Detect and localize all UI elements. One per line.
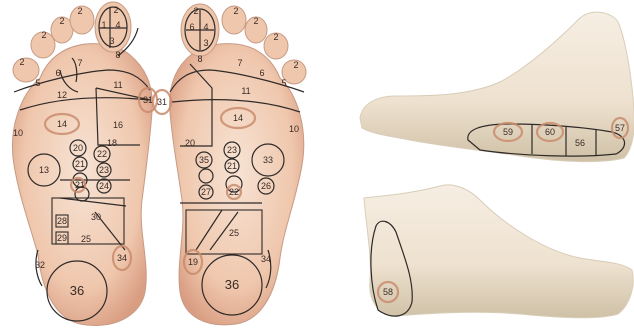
right-label-36: 36 [225, 277, 239, 292]
right-label-11: 11 [241, 86, 250, 96]
right-label-33: 33 [263, 155, 273, 165]
left-label-t6: 6 [55, 68, 60, 78]
left-label-13: 13 [39, 165, 49, 175]
left-label-22: 22 [97, 149, 107, 159]
right-label-22: 22 [229, 187, 239, 197]
side-label-59: 59 [503, 127, 513, 137]
right-label-27: 27 [201, 187, 211, 197]
left-label-32: 32 [35, 260, 45, 270]
right-label-toe5: 2 [293, 60, 298, 70]
side-label-56: 56 [575, 138, 585, 148]
left-label-16: 16 [113, 120, 123, 130]
right-label-26: 26 [261, 181, 271, 191]
left-label-toe4: 2 [113, 5, 118, 15]
right-label-34: 34 [261, 254, 271, 264]
left-label-12: 12 [57, 90, 67, 100]
side-view-outer-foot [364, 185, 633, 318]
side-view-inner-foot [360, 12, 634, 161]
left-label-t5: 5 [35, 78, 40, 88]
left-label-toe-c: 3 [109, 36, 114, 46]
side-label-58: 58 [383, 287, 393, 297]
left-label-toe3: 2 [77, 6, 82, 16]
left-label-toe-a: 1 [101, 20, 106, 30]
right-label-toe2: 2 [253, 16, 258, 26]
right-label-t7: 7 [237, 58, 242, 68]
left-label-toe-b: 4 [115, 20, 120, 30]
right-label-21: 21 [227, 161, 237, 171]
right-label-10: 10 [289, 124, 299, 134]
right-label-20: 20 [185, 138, 195, 148]
side-label-60: 60 [545, 127, 555, 137]
right-label-23: 23 [227, 145, 237, 155]
left-label-34: 34 [117, 253, 127, 263]
left-label-28: 28 [57, 216, 67, 226]
left-label-11: 11 [113, 80, 122, 90]
left-label-18: 18 [107, 138, 117, 148]
left-label-25: 25 [81, 234, 91, 244]
right-label-14: 14 [233, 113, 243, 123]
right-label-t6: 6 [259, 68, 264, 78]
left-label-24: 24 [99, 181, 109, 191]
right-label-19: 19 [188, 257, 198, 267]
right-label-35: 35 [199, 155, 209, 165]
left-label-31: 31 [143, 95, 153, 105]
right-label-31: 31 [157, 97, 167, 107]
left-label-23: 23 [99, 165, 109, 175]
left-label-t8: 8 [115, 50, 120, 60]
right-label-t5: 5 [281, 78, 286, 88]
left-label-14: 14 [57, 119, 67, 129]
side-view-outer: 58 [364, 185, 633, 318]
right-label-toe1: 2 [273, 32, 278, 42]
right-label-toe3: 2 [233, 6, 238, 16]
side-view-inner: 59 60 56 57 [360, 12, 634, 161]
left-label-toe1: 2 [41, 30, 46, 40]
right-label-toe-a: 6 [189, 22, 194, 32]
right-label-toe4: 2 [193, 6, 198, 16]
right-sole: 2 2 2 2 2 6 4 3 5 6 7 8 11 10 14 31 35 3… [153, 4, 306, 325]
right-label-25: 25 [229, 228, 239, 238]
left-label-toe5: 2 [19, 57, 24, 67]
left-sole: 2 2 2 2 2 1 4 3 5 6 7 8 12 11 10 14 31 1… [12, 2, 157, 326]
right-label-toe-b: 4 [203, 22, 208, 32]
left-label-29: 29 [57, 233, 67, 243]
left-label-21b: 21 [75, 180, 85, 190]
left-label-t7: 7 [77, 58, 82, 68]
left-label-10: 10 [13, 128, 23, 138]
left-label-21a: 21 [75, 159, 85, 169]
left-label-36: 36 [70, 283, 84, 298]
left-label-30: 30 [91, 212, 101, 222]
side-label-57: 57 [615, 123, 625, 133]
right-label-t8: 8 [197, 54, 202, 64]
left-label-toe2: 2 [59, 16, 64, 26]
left-label-20: 20 [73, 143, 83, 153]
right-label-toe-c: 3 [203, 38, 208, 48]
